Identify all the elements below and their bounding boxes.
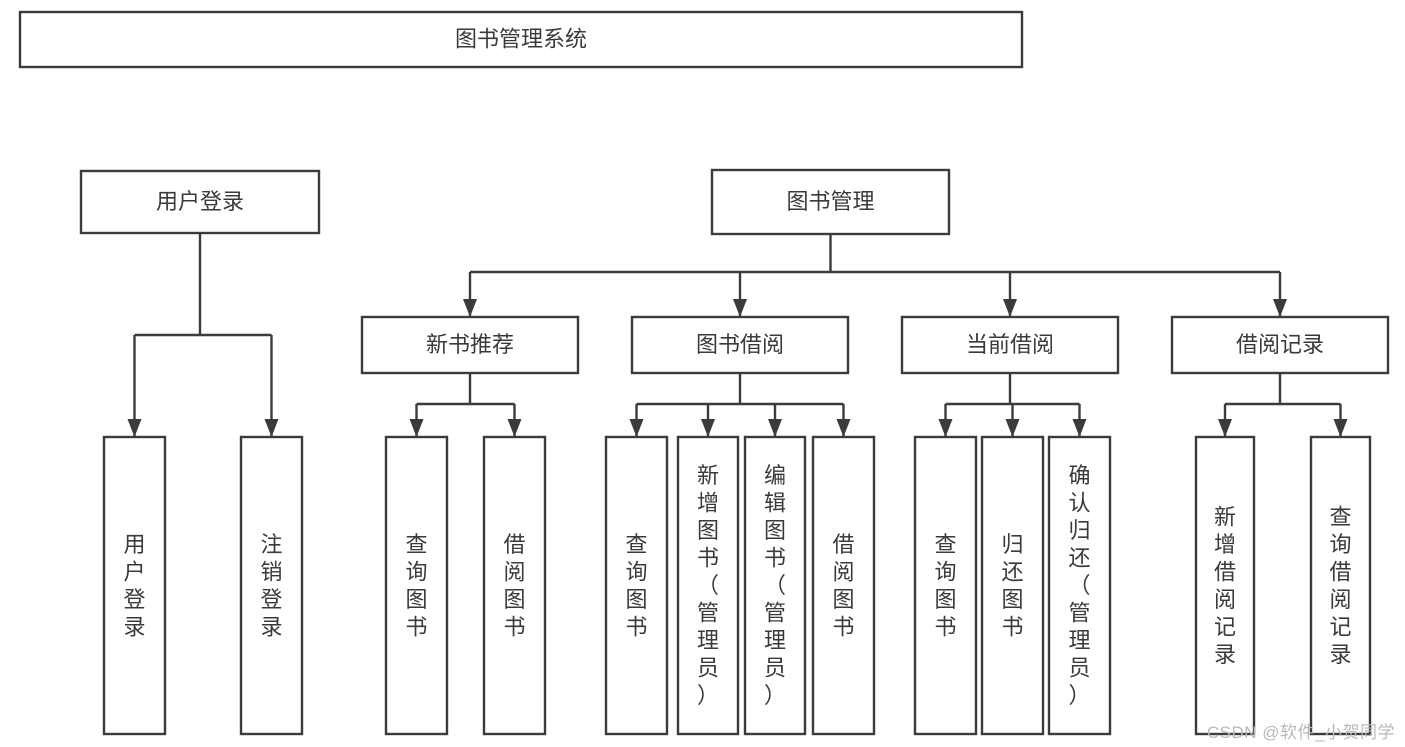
arrow-head <box>127 419 142 437</box>
arrow-head <box>1003 299 1017 317</box>
node-label-user-login: 用户登录 <box>156 189 244 214</box>
node-box-l4-query-book-1 <box>384 435 449 736</box>
node-leaf-user-login[interactable]: 用户登录 <box>102 435 167 736</box>
node-l4-add-book[interactable]: 新增图书（管理员） <box>676 435 740 736</box>
arrow-head <box>1072 419 1087 437</box>
arrow-head <box>463 299 477 317</box>
node-label-l4-return-book: 归还图书 <box>1001 532 1023 640</box>
node-l4-edit-book[interactable]: 编辑图书（管理员） <box>743 435 807 736</box>
arrow-head <box>768 419 782 437</box>
arrow-head <box>1005 419 1020 437</box>
node-l4-query-book-2[interactable]: 查询图书 <box>604 435 669 736</box>
node-box-leaf-user-login <box>102 435 167 736</box>
node-label-l4-borrow-book-2: 借阅图书 <box>832 532 854 640</box>
connector-conn-new-book-rec <box>409 373 522 437</box>
node-current-borrow[interactable]: 当前借阅 <box>900 315 1120 375</box>
node-box-l4-confirm-return <box>1047 435 1112 736</box>
node-l4-query-book-3[interactable]: 查询图书 <box>913 435 978 736</box>
arrow-head <box>409 419 424 437</box>
connector-conn-book-borrow <box>629 373 851 437</box>
node-book-manage[interactable]: 图书管理 <box>710 168 951 236</box>
node-box-borrow-record <box>1170 315 1390 375</box>
node-box-leaf-user-logout <box>239 435 304 736</box>
node-box-root <box>18 10 1024 69</box>
node-box-book-manage <box>710 168 951 236</box>
node-l4-query-book-1[interactable]: 查询图书 <box>384 435 449 736</box>
node-label-borrow-record: 借阅记录 <box>1236 332 1324 357</box>
node-label-new-book-rec: 新书推荐 <box>426 332 514 357</box>
node-box-current-borrow <box>900 315 1120 375</box>
node-l4-query-record[interactable]: 查询借阅记录 <box>1309 435 1372 736</box>
node-box-l4-return-book <box>980 435 1045 736</box>
node-box-l4-query-book-3 <box>913 435 978 736</box>
node-leaf-user-logout[interactable]: 注销登录 <box>239 435 304 736</box>
node-box-book-borrow <box>630 315 850 375</box>
node-borrow-record[interactable]: 借阅记录 <box>1170 315 1390 375</box>
arrow-head <box>701 419 715 437</box>
node-label-l4-query-book-1: 查询图书 <box>405 532 427 640</box>
arrow-head <box>733 299 747 317</box>
node-label-l4-query-record: 查询借阅记录 <box>1329 504 1351 667</box>
node-new-book-rec[interactable]: 新书推荐 <box>360 315 580 375</box>
node-label-book-borrow: 图书借阅 <box>696 332 784 357</box>
node-root[interactable]: 图书管理系统 <box>18 10 1024 69</box>
node-box-l4-add-book <box>676 435 740 736</box>
node-l4-return-book[interactable]: 归还图书 <box>980 435 1045 736</box>
arrow-head <box>1273 299 1287 317</box>
node-label-book-manage: 图书管理 <box>786 189 874 214</box>
node-box-l4-query-record <box>1309 435 1372 736</box>
node-layer: 图书管理系统用户登录图书管理新书推荐图书借阅当前借阅借阅记录用户登录注销登录查询… <box>18 10 1390 736</box>
arrow-head <box>1218 419 1232 437</box>
connector-layer <box>127 233 1348 437</box>
node-label-current-borrow: 当前借阅 <box>966 332 1054 357</box>
node-label-l4-query-book-3: 查询图书 <box>934 532 956 640</box>
arrow-head <box>629 419 644 437</box>
arrow-head <box>264 419 279 437</box>
arrow-head <box>507 419 522 437</box>
arrow-head <box>938 419 953 437</box>
node-user-login[interactable]: 用户登录 <box>79 169 321 235</box>
node-box-l4-edit-book <box>743 435 807 736</box>
node-box-l4-add-record <box>1194 435 1256 736</box>
node-label-root: 图书管理系统 <box>455 26 587 51</box>
watermark-text: CSDN @软件_小贺同学 <box>1206 723 1395 742</box>
node-l4-borrow-book-1[interactable]: 借阅图书 <box>482 435 547 736</box>
node-box-new-book-rec <box>360 315 580 375</box>
node-label-leaf-user-login: 用户登录 <box>123 532 145 640</box>
node-l4-borrow-book-2[interactable]: 借阅图书 <box>811 435 876 736</box>
node-box-l4-borrow-book-2 <box>811 435 876 736</box>
arrow-head <box>1333 419 1348 437</box>
connector-conn-user-login <box>127 233 279 437</box>
node-label-l4-edit-book: 编辑图书（管理员） <box>764 463 786 708</box>
connector-conn-book-manage <box>463 234 1287 317</box>
node-box-l4-borrow-book-1 <box>482 435 547 736</box>
node-box-l4-query-book-2 <box>604 435 669 736</box>
node-box-user-login <box>79 169 321 235</box>
node-label-l4-add-record: 新增借阅记录 <box>1214 504 1236 667</box>
node-l4-confirm-return[interactable]: 确认归还（管理员） <box>1047 435 1112 736</box>
node-book-borrow[interactable]: 图书借阅 <box>630 315 850 375</box>
connector-conn-record <box>1218 373 1348 437</box>
node-l4-add-record[interactable]: 新增借阅记录 <box>1194 435 1256 736</box>
arrow-head <box>836 419 851 437</box>
node-label-l4-confirm-return: 确认归还（管理员） <box>1068 463 1090 708</box>
node-label-l4-query-book-2: 查询图书 <box>625 532 647 640</box>
connector-conn-current <box>938 373 1087 437</box>
node-label-l4-borrow-book-1: 借阅图书 <box>503 532 525 640</box>
node-label-l4-add-book: 新增图书（管理员） <box>697 463 719 708</box>
node-label-leaf-user-logout: 注销登录 <box>260 532 282 640</box>
